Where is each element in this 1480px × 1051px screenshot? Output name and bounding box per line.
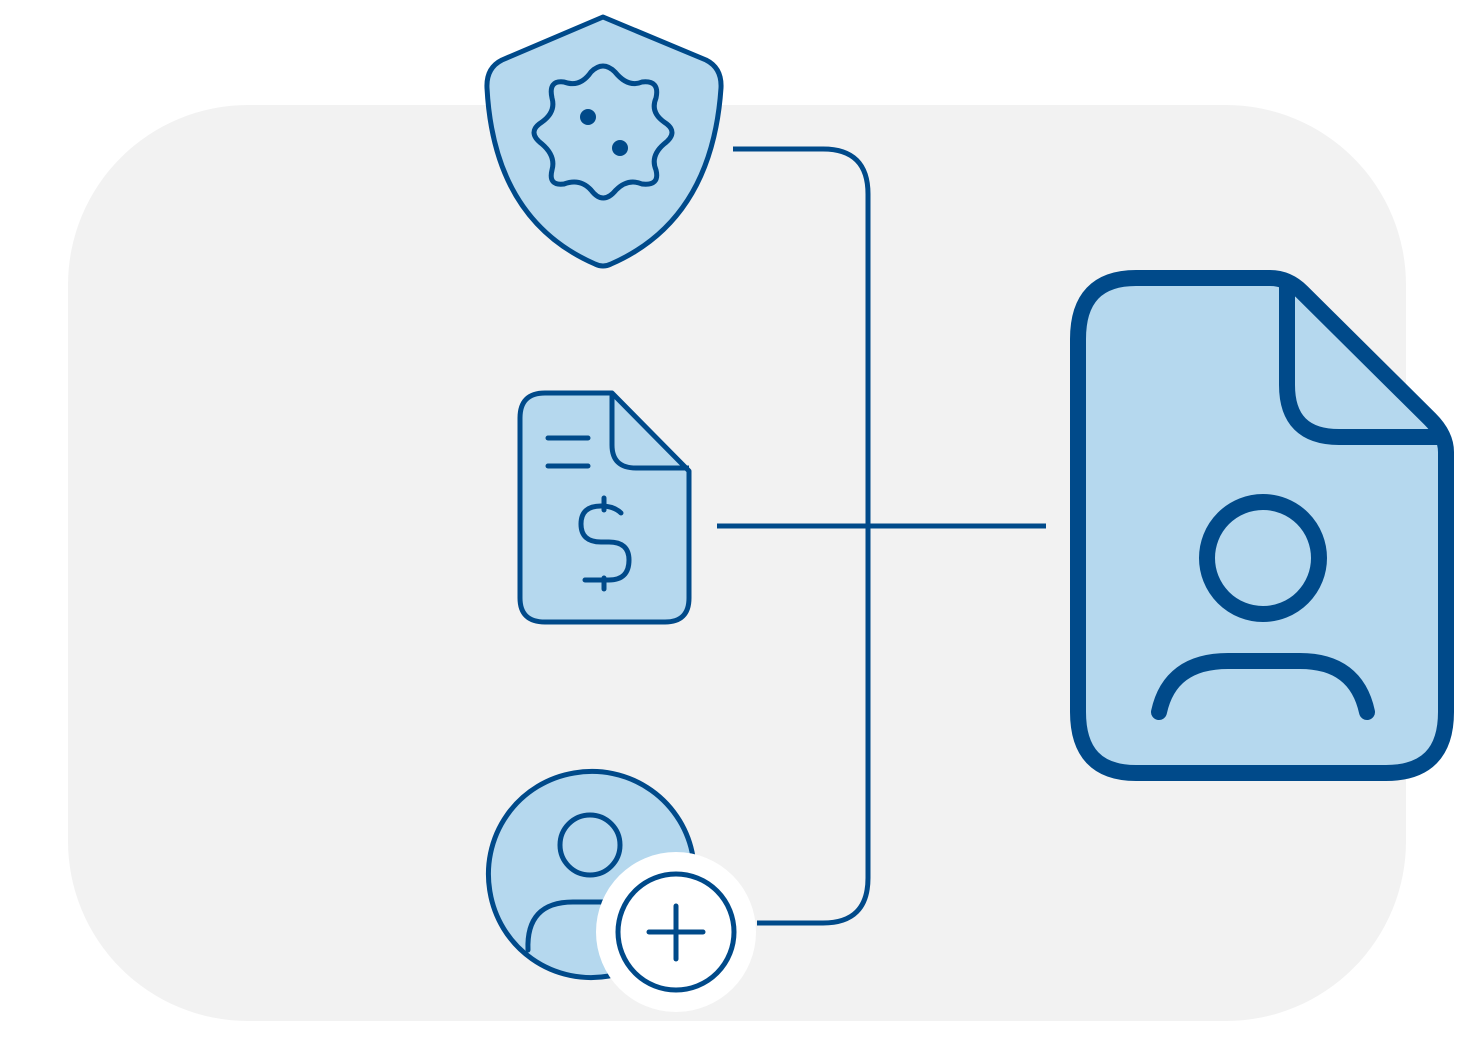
user-add-icon bbox=[486, 769, 756, 1012]
virus-shield-icon bbox=[484, 14, 724, 269]
user-document-outline bbox=[1070, 270, 1454, 781]
user-document-icon bbox=[1070, 270, 1454, 781]
profile-head bbox=[1199, 494, 1327, 622]
user-document-fold bbox=[1279, 282, 1442, 445]
document-fold bbox=[609, 393, 689, 471]
user-shoulders bbox=[525, 899, 609, 953]
plus-icon bbox=[646, 903, 706, 962]
virus-icon bbox=[531, 63, 675, 201]
document-text-lines bbox=[545, 435, 591, 469]
dollar-document-icon bbox=[517, 390, 692, 625]
profile-shoulders bbox=[1151, 653, 1375, 720]
connector-virus-protection bbox=[733, 146, 871, 926]
connector-lines bbox=[717, 146, 1046, 926]
virus-dot-1 bbox=[580, 109, 596, 125]
user-head bbox=[557, 812, 623, 878]
shield-outline bbox=[484, 14, 724, 269]
virus-dot-2 bbox=[612, 140, 628, 156]
